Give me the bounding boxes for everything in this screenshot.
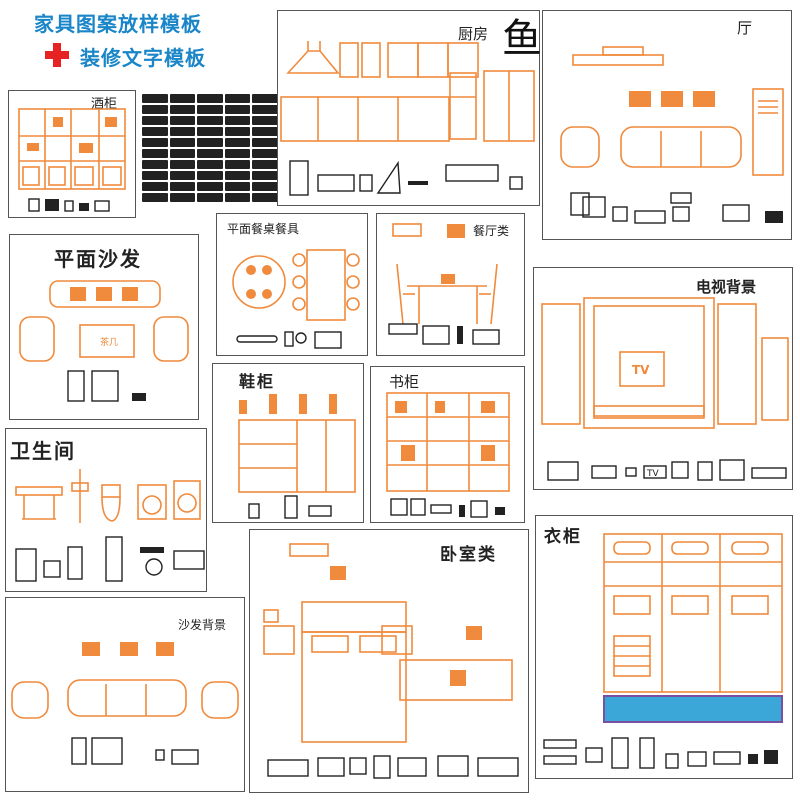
panel-flat-sofa: 平面沙发 茶几 bbox=[9, 234, 199, 420]
panel-tv-wall: 电视背景 TV TV bbox=[533, 267, 793, 490]
panel-title: 卧室类 bbox=[440, 545, 497, 565]
sofa-icon bbox=[560, 126, 742, 168]
plus-icon bbox=[44, 42, 70, 68]
panel-title: 卫生间 bbox=[10, 439, 76, 463]
panel-title: 沙发背景 bbox=[178, 618, 227, 632]
tv-label-2: TV bbox=[646, 469, 659, 479]
panel-wine-cabinet: 酒柜 bbox=[8, 90, 136, 218]
header-subtitle: 装修文字模板 bbox=[80, 46, 206, 70]
bookcase-icon bbox=[386, 392, 510, 518]
washing-machine-icon bbox=[137, 480, 201, 520]
panel-flat-dining: 平面餐桌餐具 bbox=[216, 213, 368, 356]
panel-shoe-cabinet: 鞋柜 bbox=[212, 363, 364, 523]
dining-table-icon bbox=[232, 249, 360, 349]
range-hood-icon bbox=[286, 41, 340, 74]
panel-bookcase: 书柜 bbox=[370, 366, 525, 523]
panel-title: 厅 bbox=[737, 19, 753, 37]
shoe-cabinet-icon bbox=[238, 394, 356, 519]
panel-kitchen: 厨房 bbox=[277, 10, 540, 206]
panel-title: 平面餐桌餐具 bbox=[227, 222, 300, 236]
panel-bathroom: 卫生间 bbox=[5, 428, 207, 592]
header-title: 家具图案放样模板 bbox=[34, 12, 202, 36]
air-conditioner-icon bbox=[752, 88, 784, 176]
panel-title: 衣柜 bbox=[544, 527, 582, 547]
tea-table-label: 茶几 bbox=[100, 336, 118, 348]
panel-title: 平面沙发 bbox=[54, 247, 142, 271]
panel-sofa-wall: 沙发背景 bbox=[5, 597, 245, 792]
panel-wardrobe: 衣柜 bbox=[535, 515, 793, 779]
panel-title: 书柜 bbox=[389, 373, 420, 391]
wine-cabinet-icon bbox=[18, 108, 126, 212]
panel-title: 厨房 bbox=[458, 25, 489, 43]
panel-title: 鞋柜 bbox=[239, 372, 276, 391]
panel-title: 餐厅类 bbox=[473, 224, 510, 238]
panel-bedroom: 卧室类 bbox=[249, 529, 529, 793]
tv-icon: TV bbox=[619, 351, 665, 387]
washbasin-icon bbox=[15, 486, 63, 520]
refrigerator-icon bbox=[449, 70, 535, 142]
bed-icon bbox=[301, 601, 513, 743]
tv-label: TV bbox=[632, 363, 650, 377]
text-template-grid bbox=[142, 94, 278, 202]
panel-title: 电视背景 bbox=[696, 278, 757, 296]
panel-living-room: 厅 bbox=[542, 10, 792, 240]
panel-dining: 餐厅类 bbox=[376, 213, 525, 356]
toilet-icon bbox=[101, 484, 121, 522]
wardrobe-icon bbox=[543, 533, 783, 769]
